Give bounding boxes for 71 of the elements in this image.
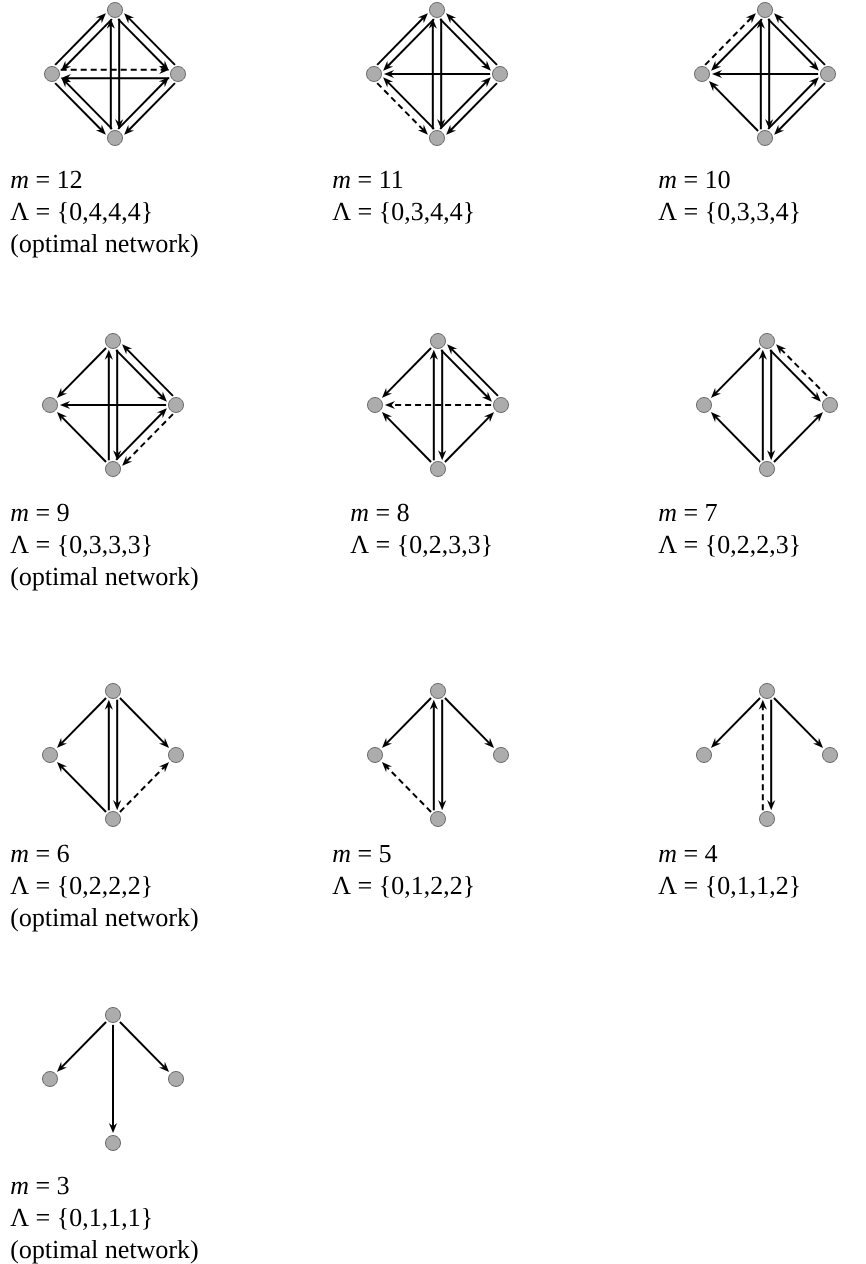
network-node	[367, 397, 383, 413]
network-node	[168, 747, 184, 763]
network-node	[757, 130, 773, 146]
network-node	[696, 747, 712, 763]
network-node	[107, 2, 123, 18]
network-node	[759, 461, 775, 477]
network-node	[366, 66, 382, 82]
network-node	[822, 397, 838, 413]
network-node	[105, 461, 121, 477]
arrow	[115, 408, 167, 461]
network-node	[42, 747, 58, 763]
parameter-label: Λ = {0,2,3,3}	[350, 534, 491, 557]
parameter-label: m = 3	[11, 1176, 69, 1195]
parameter-label: Λ = {0,2,2,3}	[658, 534, 799, 557]
network-node	[170, 66, 186, 82]
network-node	[694, 66, 710, 82]
arrow	[767, 77, 819, 130]
network-node	[42, 397, 58, 413]
parameter-label: (optimal network)	[11, 233, 198, 258]
network-node	[168, 1071, 184, 1087]
network-node	[105, 1007, 121, 1023]
network-node	[105, 333, 121, 349]
parameter-label: Λ = {0,3,4,4}	[332, 201, 473, 224]
network-node	[429, 130, 445, 146]
parameter-label: m = 12	[11, 170, 82, 188]
parameter-label: m = 9	[11, 503, 69, 522]
arrow	[376, 13, 428, 66]
parameter-label: Λ = {0,1,1,2}	[658, 875, 799, 898]
network-node	[759, 811, 775, 827]
network-node	[493, 747, 509, 763]
parameter-label: (optimal network)	[11, 566, 198, 591]
parameter-label: m = 10	[659, 170, 730, 189]
parameter-label: m = 8	[351, 503, 409, 522]
network-node	[820, 66, 836, 82]
parameter-label: Λ = {0,2,2,2}	[10, 875, 151, 898]
network-node	[107, 130, 123, 146]
network-node	[105, 811, 121, 827]
network-node	[42, 1071, 58, 1087]
arrow	[704, 13, 756, 66]
network-node	[822, 747, 838, 763]
parameter-label: m = 6	[11, 844, 69, 863]
network-node	[430, 811, 446, 827]
network-node	[168, 397, 184, 413]
network-node	[430, 683, 446, 699]
parameter-label: Λ = {0,1,1,1}	[10, 1207, 151, 1230]
arrow	[117, 77, 169, 130]
parameter-label: Λ = {0,1,2,2}	[332, 875, 473, 898]
network-node	[757, 2, 773, 18]
network-node	[105, 1135, 121, 1151]
network-node	[430, 461, 446, 477]
parameter-label: m = 7	[659, 503, 717, 521]
parameter-label: m = 5	[333, 844, 391, 863]
network-node	[759, 683, 775, 699]
network-node	[105, 683, 121, 699]
arrow	[439, 77, 491, 130]
parameter-label: m = 4	[659, 844, 718, 862]
network-node	[44, 66, 60, 82]
parameter-label: (optimal network)	[11, 907, 198, 932]
network-node	[493, 397, 509, 413]
network-node	[759, 333, 775, 349]
network-node	[430, 333, 446, 349]
parameter-label: (optimal network)	[11, 1239, 198, 1264]
arrow	[54, 13, 106, 66]
parameter-label: Λ = {0,3,3,3}	[10, 534, 151, 557]
network-node	[429, 2, 445, 18]
network-node	[696, 397, 712, 413]
parameter-label: Λ = {0,3,3,4}	[658, 201, 799, 224]
network-node	[367, 747, 383, 763]
parameter-label: Λ = {0,4,4,4}	[10, 201, 151, 224]
network-node	[492, 66, 508, 82]
parameter-label: m = 11	[333, 170, 403, 188]
